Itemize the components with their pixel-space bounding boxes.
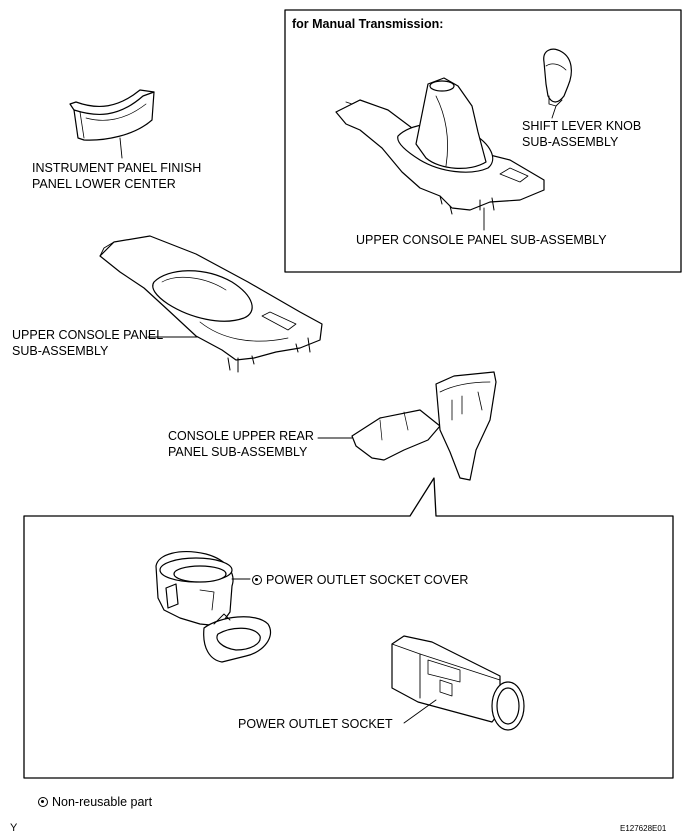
socket-cover-label: POWER OUTLET SOCKET COVER — [252, 572, 468, 588]
upper-console-panel-part — [99, 235, 323, 373]
socket-label: POWER OUTLET SOCKET — [238, 717, 393, 731]
power-outlet-socket-part — [391, 635, 525, 731]
upper-console-label-line2: SUB-ASSEMBLY — [12, 344, 109, 358]
shift-knob-leader — [551, 105, 557, 119]
rear-panel-label-line2: PANEL SUB-ASSEMBLY — [168, 445, 308, 459]
non-reusable-icon — [252, 575, 262, 585]
socket-leader — [403, 699, 437, 724]
socket-cover-label-text: POWER OUTLET SOCKET COVER — [266, 573, 469, 587]
rear-panel-label-line1: CONSOLE UPPER REAR — [168, 429, 314, 443]
power-outlet-socket-cover-part — [155, 551, 272, 663]
upper-console-label-line1: UPPER CONSOLE PANEL — [12, 328, 164, 342]
console-upper-rear-panel-part — [351, 371, 497, 481]
finish-panel-label-line2: PANEL LOWER CENTER — [32, 177, 176, 191]
figure-code: E127628E01 — [620, 824, 667, 833]
shift-lever-knob-part — [543, 48, 572, 107]
shift-knob-label-line1: SHIFT LEVER KNOB — [522, 119, 642, 133]
corner-letter: Y — [10, 822, 18, 834]
finish-panel-leader — [119, 137, 123, 159]
manual-transmission-title: for Manual Transmission: — [292, 17, 444, 31]
legend-non-reusable: Non-reusable part — [38, 794, 152, 810]
manual-transmission-frame — [284, 9, 682, 273]
finish-panel-label-line1: INSTRUMENT PANEL FINISH — [32, 161, 202, 175]
shift-knob-label-line2: SUB-ASSEMBLY — [522, 135, 619, 149]
power-outlet-frame — [23, 477, 674, 779]
upper-console-manual-label: UPPER CONSOLE PANEL SUB-ASSEMBLY — [356, 233, 607, 247]
non-reusable-legend-icon — [38, 797, 48, 807]
legend-non-reusable-text: Non-reusable part — [52, 795, 153, 809]
upper-console-panel-manual-part — [335, 77, 545, 215]
finish-panel-lower-center-part — [69, 89, 155, 141]
